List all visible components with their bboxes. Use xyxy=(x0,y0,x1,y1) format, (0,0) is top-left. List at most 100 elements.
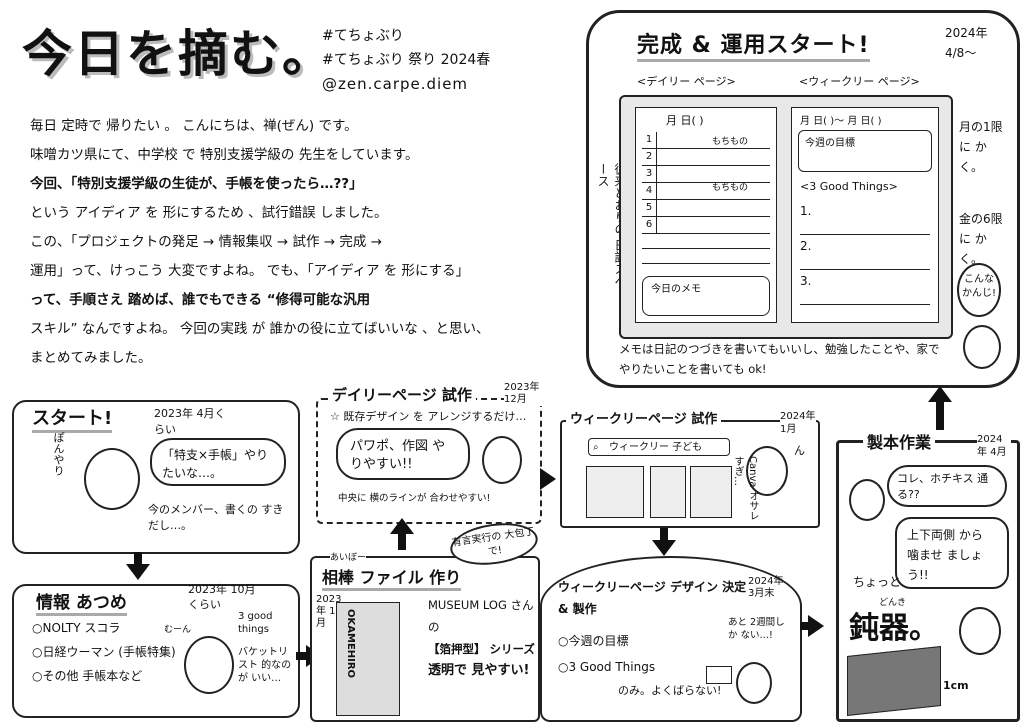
daily-memo-box: 今日のメモ xyxy=(642,276,770,316)
file-heading: 相棒 ファイル 作り xyxy=(322,564,462,591)
weekly-trial-date: 2024年 1月 xyxy=(780,410,816,436)
daily-trial-note: 中央に 横のラインが 合わせやすい! xyxy=(338,493,491,504)
start-panel: スタート! 2023年 4月くらい ぽんやり 「特支×手帳」やりたいな…。 今の… xyxy=(12,400,300,554)
file-bubble-text: 有言実行の 大包丁で! xyxy=(451,526,536,558)
binding-bubble-2-text: 上下両側 から 噛ませ ましょう!! xyxy=(907,528,983,582)
weekly-goal-box: 今週の目標 xyxy=(798,130,932,172)
decide-face xyxy=(736,662,772,704)
start-face xyxy=(84,448,140,510)
binding-big: 鈍器。 xyxy=(849,611,939,646)
info-date: 2023年 10月くらい xyxy=(188,583,256,611)
file-binder: OKAMEHIRO xyxy=(336,602,400,716)
arrow-down-icon xyxy=(652,540,676,556)
arrow-shaft xyxy=(398,532,406,550)
file-ruby: あいぼー xyxy=(330,550,367,563)
template-thumb xyxy=(650,466,686,518)
arrow-shaft xyxy=(800,622,810,630)
complete-panel: 完成 & 運用スタート! 2024年 4/8〜 <デイリー ページ> <ウィーク… xyxy=(586,10,1020,388)
daily-row-number: 3 xyxy=(642,166,657,182)
arrow-up-icon xyxy=(928,386,952,402)
daily-trial-heading: デイリーページ 試作 xyxy=(328,384,476,405)
canva-search-bar: ⌕ ウィークリー 子ども xyxy=(588,438,730,456)
arrow-right-icon xyxy=(540,468,556,490)
intro-line: この、「プロジェクトの発足 → 情報集収 → 試作 → 完成 → xyxy=(30,234,383,250)
binding-face-2 xyxy=(959,607,1001,655)
search-icon: ⌕ xyxy=(593,442,599,453)
binding-panel: 製本作業 2024年 4月 コレ、ホチキス 通る?? 上下両側 から 噛ませ ま… xyxy=(836,429,1020,722)
daily-row: 5 xyxy=(642,200,770,217)
start-heading: スタート! xyxy=(32,404,113,433)
daily-trial-date: 2023年 12月 xyxy=(504,382,544,406)
character-face xyxy=(963,325,1001,369)
intro-line: 毎日 定時で 帰りたい 。 こんにちは、禅(ぜん) です。 xyxy=(30,118,358,134)
daily-row-number: 2 xyxy=(642,149,657,165)
decide-panel: ウィークリーページ デザイン 決定 & 製作 2024年 3月末 ○今週の目標 … xyxy=(540,556,802,722)
intro-line: 今回、「特別支援学級の生徒が、手帳を使ったら…??」 xyxy=(30,176,363,192)
friday-note: 金の6限 に かく。 xyxy=(959,212,1003,266)
intro-line: って、手順さえ 踏めば、誰でもできる “修得可能な汎用 xyxy=(30,292,371,308)
start-sound: ぽんやり xyxy=(52,432,65,476)
daily-row: 2 xyxy=(642,149,770,166)
daily-trial-panel: デイリーページ 試作 2023年 12月 ☆ 既存デザイン を アレンジするだけ… xyxy=(316,382,544,524)
weekly-trial-face xyxy=(746,446,788,496)
daily-trial-bubble: パワポ、作図 やりやすい!! xyxy=(336,428,470,480)
arrow-right-icon xyxy=(808,615,824,637)
header-meta: #てちょぶり #てちょぶり 祭り 2024春 @zen.carpe.diem xyxy=(322,24,490,96)
binding-note: ちょっと xyxy=(853,575,902,589)
intro-text: 毎日 定時で 帰りたい 。 こんにちは、禅(ぜん) です。 味噌カツ県にて、中学… xyxy=(30,112,570,373)
weekly-trial-panel: ウィークリーページ 試作 2024年 1月 ⌕ ウィークリー 子ども Canva… xyxy=(560,408,820,528)
weekly-page-label: <ウィークリー ページ> xyxy=(799,75,920,88)
template-thumb xyxy=(690,466,732,518)
arrow-down-icon xyxy=(126,564,150,580)
decide-list: ○今週の目標 ○3 Good Things xyxy=(558,628,655,680)
weekly-3gt-label: <3 Good Things> xyxy=(800,180,898,193)
daily-trial-face xyxy=(482,436,522,484)
info-face xyxy=(184,636,234,694)
monday-note: 月の1限 に かく。 xyxy=(959,120,1003,174)
weekly-3gt-item: 1. xyxy=(800,204,930,235)
daily-side-1: もちもの xyxy=(712,137,749,147)
weekly-trial-side: Canva オサレすぎ… xyxy=(732,456,758,521)
memo-note: メモは日記のつづきを書いてもいいし、勉強したことや、家でやりたいことを書いても … xyxy=(619,342,940,376)
daily-row-number: 1 xyxy=(642,132,657,148)
file-text: MUSEUM LOG さんの 【箔押型】 シリーズ 透明で 見やすい! xyxy=(428,594,538,682)
arrow-up-icon xyxy=(390,518,414,534)
start-date: 2023年 4月くらい xyxy=(154,407,226,436)
arrow-shaft xyxy=(296,652,308,660)
daily-row-number: 6 xyxy=(642,217,657,233)
weekly-trial-sound: ん xyxy=(794,444,805,457)
weekly-page: 月 日( )〜 月 日( ) 今週の目標 <3 Good Things> 1. … xyxy=(791,107,939,323)
file-spine-text: OKAMEHIRO xyxy=(345,609,356,679)
start-bubble: 「特支×手帳」やりたいな…。 xyxy=(150,438,286,486)
daily-row: 1 xyxy=(642,132,770,149)
binding-bubble-1: コレ、ホチキス 通る?? xyxy=(887,465,1007,507)
daily-trial-bubble-text: パワポ、作図 やりやすい!! xyxy=(350,439,446,472)
start-note: 今のメンバー、書くの すきだし…。 xyxy=(148,503,284,532)
daily-line xyxy=(642,234,770,249)
weekly-goal-label: 今週の目標 xyxy=(805,138,855,149)
hashtag-1: #てちょぶり xyxy=(322,28,404,44)
laptop-icon xyxy=(706,666,732,684)
file-date: 2023年 11月 xyxy=(316,594,342,629)
info-list: ○NOLTY スコラ ○日経ウーマン (手帳特集) ○その他 手帳本など xyxy=(32,616,176,688)
intro-line: まとめてみました。 xyxy=(30,350,152,366)
intro-line: スキル” なんですよね。 今回の実践 が 誰かの役に立てばいいな 、と思い、 xyxy=(30,321,490,337)
binding-face-1 xyxy=(849,479,885,521)
hashtag-2: #てちょぶり 祭り 2024春 xyxy=(322,52,491,68)
daily-trial-sub: ☆ 既存デザイン を アレンジするだけ… xyxy=(330,410,527,423)
decide-heading: ウィークリーページ デザイン 決定 & 製作 xyxy=(558,580,747,616)
daily-page-label: <デイリー ページ> xyxy=(637,75,736,88)
intro-line: という アイディア を 形にするため 、試行錯誤 しました。 xyxy=(30,205,388,221)
bound-book xyxy=(847,646,941,716)
intro-line: 味噌カツ県にて、中学校 で 特別支援学級の 先生をしています。 xyxy=(30,147,419,163)
binding-size: 1cm xyxy=(943,679,969,692)
decide-date: 2024年 3月末 xyxy=(748,576,784,599)
daily-side-2: もちもの xyxy=(712,183,749,193)
howto-text: こんな かんじ! xyxy=(961,274,996,299)
binding-ruby: どんき xyxy=(879,598,907,608)
file-panel: 相棒 ファイル 作り あいぼー 2023年 11月 OKAMEHIRO MUSE… xyxy=(310,550,540,722)
file-text-2: 【箔押型】 シリーズ xyxy=(428,642,535,656)
file-text-3: 透明で 見やすい! xyxy=(428,663,530,678)
